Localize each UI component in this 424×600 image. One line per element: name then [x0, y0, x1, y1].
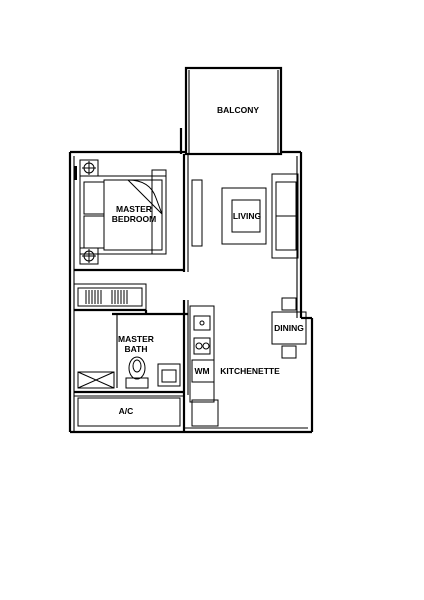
- label-living: LIVING: [233, 211, 262, 221]
- bed: [79, 175, 167, 255]
- living-tv-console: [191, 179, 203, 247]
- label-kitchenette: KITCHENETTE: [220, 366, 280, 376]
- wash-basin: [157, 363, 181, 387]
- toilet: [125, 356, 149, 389]
- balcony-area: [179, 66, 283, 156]
- label-dining: DINING: [274, 323, 304, 333]
- ac-ledge: [77, 397, 181, 427]
- sofa: [271, 173, 299, 259]
- label-master-bath-1: MASTER: [118, 334, 154, 344]
- interior-walls: [74, 154, 189, 432]
- wardrobe: [73, 283, 147, 311]
- label-wm: WM: [194, 366, 209, 376]
- label-master-bedroom-1: MASTER: [116, 204, 152, 214]
- bedside-lamp-bottom: [79, 247, 99, 265]
- bedroom-corner-column: [74, 166, 77, 180]
- kitchen-counter: [189, 305, 219, 427]
- dining-table: [271, 297, 307, 359]
- label-ac: A/C: [119, 406, 134, 416]
- bedside-lamp-top: [79, 159, 99, 177]
- shower-tray: [77, 371, 115, 389]
- outer-walls: [68, 150, 314, 434]
- label-balcony: BALCONY: [217, 105, 259, 115]
- label-master-bedroom-2: BEDROOM: [112, 214, 156, 224]
- coffee-table: [221, 187, 267, 245]
- bedroom-tv-console: [151, 169, 167, 255]
- label-master-bath-2: BATH: [125, 344, 148, 354]
